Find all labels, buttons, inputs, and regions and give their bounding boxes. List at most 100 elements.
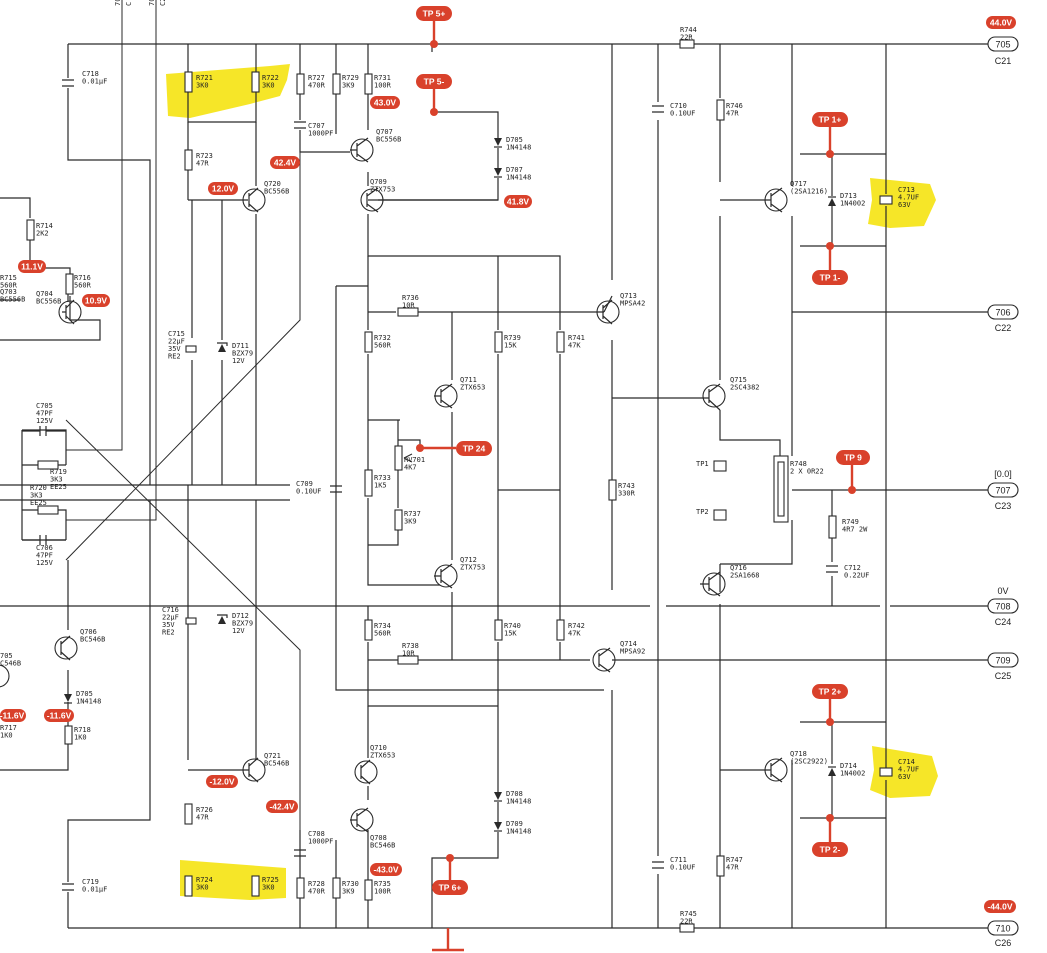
component-label-tp1: TP1 bbox=[696, 460, 709, 468]
test-point-tp2-plus[interactable]: TP 2+ bbox=[812, 684, 848, 726]
resistor-r734 bbox=[364, 619, 373, 641]
voltage-tag: 41.8V bbox=[504, 195, 532, 208]
capacitor-c706 bbox=[22, 535, 66, 545]
resistor-r747 bbox=[716, 855, 725, 877]
transistor-symbols bbox=[0, 137, 788, 833]
test-point-tp1-plus[interactable]: TP 1+ bbox=[812, 112, 848, 158]
connector-code: C26 bbox=[995, 938, 1012, 948]
resistor-r745 bbox=[679, 923, 695, 933]
resistor-r726 bbox=[184, 803, 193, 825]
transistor-q713 bbox=[596, 299, 620, 325]
diode-d708 bbox=[494, 792, 502, 800]
test-point-label: TP 2+ bbox=[819, 687, 842, 697]
voltage-tag: 12.0V bbox=[208, 182, 238, 195]
diode-d713 bbox=[828, 198, 836, 206]
svg-text:-12.0V: -12.0V bbox=[209, 777, 234, 787]
connector-code: C21 bbox=[995, 56, 1012, 66]
svg-text:-42.4V: -42.4V bbox=[269, 802, 294, 812]
connector-id: 707 bbox=[995, 486, 1010, 496]
connector-710[interactable]: 710 C26 bbox=[987, 920, 1019, 948]
resistor-r718 bbox=[64, 725, 73, 745]
connector-code: C23 bbox=[995, 501, 1012, 511]
connector-706[interactable]: 706 C22 bbox=[987, 304, 1019, 333]
svg-text:-44.0V: -44.0V bbox=[987, 902, 1012, 912]
edge-label: 70 bbox=[114, 0, 122, 6]
connector-705[interactable]: 705 C21 bbox=[987, 36, 1019, 66]
connector-707[interactable]: [0.0] 707 C23 bbox=[987, 469, 1019, 511]
connector-709[interactable]: 709 C25 bbox=[987, 652, 1019, 681]
capacitor-c712 bbox=[826, 565, 838, 573]
voltage-tag: 10.9V bbox=[82, 294, 110, 307]
test-point-label: TP 2- bbox=[820, 845, 841, 855]
capacitor-c714 bbox=[879, 767, 893, 777]
test-point-label: TP 6+ bbox=[439, 883, 462, 893]
svg-text:12.0V: 12.0V bbox=[212, 184, 235, 194]
resistor-r732 bbox=[364, 331, 373, 353]
transistor-q709 bbox=[360, 187, 498, 213]
transistor-q721 bbox=[188, 757, 266, 783]
resistor-r728 bbox=[296, 877, 305, 899]
svg-text:11.1V: 11.1V bbox=[21, 262, 43, 272]
voltage-tag: -44.0V bbox=[984, 900, 1016, 913]
potentiometer-wiper bbox=[403, 453, 413, 463]
resistor-r749 bbox=[828, 515, 837, 539]
test-point-bottom[interactable] bbox=[432, 928, 464, 952]
capacitor-symbols bbox=[22, 79, 893, 891]
top-edge-labels: 70 70 C C2 bbox=[114, 0, 167, 6]
connector-708[interactable]: 0V 708 C24 bbox=[987, 586, 1019, 627]
test-point-tp2-minus[interactable]: TP 2- bbox=[812, 814, 848, 857]
capacitor-c708 bbox=[294, 849, 306, 857]
diode-d707 bbox=[494, 168, 502, 176]
test-point-label: TP 24 bbox=[463, 444, 486, 454]
resistor-r740 bbox=[494, 619, 503, 641]
resistor-r733 bbox=[364, 469, 373, 497]
resistor-r743 bbox=[608, 479, 617, 501]
test-point-tp6-plus[interactable]: TP 6+ bbox=[432, 854, 468, 895]
resistor-r723 bbox=[184, 149, 193, 171]
test-point-tp1-minus[interactable]: TP 1- bbox=[812, 242, 848, 285]
edge-label: C bbox=[125, 2, 133, 6]
capacitor-c713 bbox=[879, 195, 893, 205]
test-point-tp5-minus[interactable]: TP 5- bbox=[416, 74, 452, 116]
connector-id: 708 bbox=[995, 602, 1010, 612]
resistor-r727 bbox=[296, 73, 305, 95]
voltage-tag: -43.0V bbox=[370, 863, 402, 876]
resistor-r748-inner bbox=[777, 461, 785, 517]
resistor-r716 bbox=[65, 273, 74, 295]
test-point-tp9[interactable]: TP 9 bbox=[836, 450, 870, 494]
connector-code: C22 bbox=[995, 323, 1012, 333]
test-point-tp5-plus[interactable]: TP 5+ bbox=[416, 6, 452, 48]
capacitor-c709 bbox=[330, 485, 342, 493]
resistor-r735 bbox=[364, 879, 373, 901]
test-point-tp24[interactable]: TP 24 bbox=[416, 441, 492, 456]
voltage-tag: 44.0V bbox=[986, 16, 1016, 29]
wiring bbox=[0, 0, 988, 929]
voltage-tags: 44.0V -44.0V 43.0V 42.4V 12.0V 11.1V 10.… bbox=[0, 16, 1016, 913]
connector-id: 709 bbox=[995, 656, 1010, 666]
